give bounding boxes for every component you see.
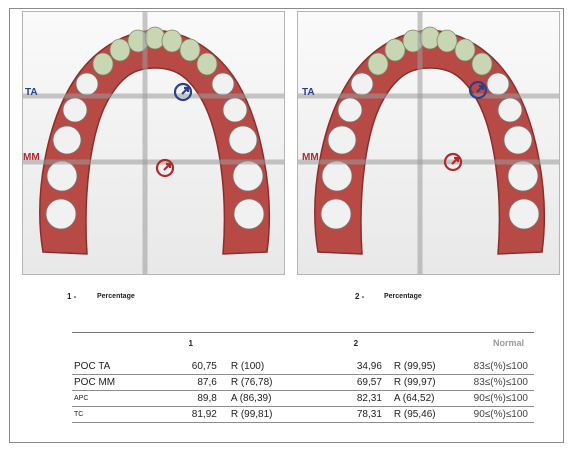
label-mm-1: MM bbox=[23, 152, 40, 163]
caption-1-number: 1 - bbox=[67, 292, 76, 301]
row-result-1: R (100) bbox=[219, 356, 328, 375]
caption-2-number: 2 - bbox=[355, 292, 364, 301]
row-value-1: 89,8 bbox=[163, 391, 219, 407]
table-row: APC 89,8 A (86,39) 82,31 A (64,52) 90≤(%… bbox=[72, 391, 534, 407]
row-name: POC TA bbox=[72, 356, 163, 375]
row-value-1: 81,92 bbox=[163, 407, 219, 423]
row-value-2: 34,96 bbox=[328, 356, 384, 375]
caption-1-text: Percentage bbox=[97, 293, 135, 300]
row-result-1: R (76,78) bbox=[219, 375, 328, 391]
header-cell-1: 1 bbox=[163, 333, 219, 357]
dental-arch-diagram-2 bbox=[298, 12, 560, 275]
row-value-2: 69,57 bbox=[328, 375, 384, 391]
row-result-2: A (64,52) bbox=[384, 391, 472, 407]
header-cell-2: 2 bbox=[328, 333, 384, 357]
header-cell bbox=[219, 333, 328, 357]
caption-2-text: Percentage bbox=[384, 293, 422, 300]
header-cell bbox=[72, 333, 163, 357]
row-name: POC MM bbox=[72, 375, 163, 391]
row-value-1: 60,75 bbox=[163, 356, 219, 375]
row-result-2: R (95,46) bbox=[384, 407, 472, 423]
row-normal: 90≤(%)≤100 bbox=[472, 407, 534, 423]
header-cell-normal: Normal bbox=[472, 333, 534, 357]
row-normal: 83≤(%)≤100 bbox=[472, 356, 534, 375]
row-value-2: 78,31 bbox=[328, 407, 384, 423]
arch-panel-2: TA MM bbox=[297, 11, 560, 275]
row-name: TC bbox=[72, 407, 163, 423]
table-row: POC MM 87,6 R (76,78) 69,57 R (99,97) 83… bbox=[72, 375, 534, 391]
header-cell bbox=[384, 333, 472, 357]
row-normal: 90≤(%)≤100 bbox=[472, 391, 534, 407]
row-result-1: A (86,39) bbox=[219, 391, 328, 407]
dental-arch-diagram-1 bbox=[23, 12, 285, 275]
row-result-1: R (99,81) bbox=[219, 407, 328, 423]
label-mm-2: MM bbox=[302, 152, 319, 163]
row-result-2: R (99,97) bbox=[384, 375, 472, 391]
label-ta-2: TA bbox=[302, 87, 315, 98]
table-row: TC 81,92 R (99,81) 78,31 R (95,46) 90≤(%… bbox=[72, 407, 534, 423]
label-ta-1: TA bbox=[25, 87, 38, 98]
table-header-row: 1 2 Normal bbox=[72, 333, 534, 357]
results-table: 1 2 Normal POC TA 60,75 R (100) 34,96 R … bbox=[72, 332, 534, 423]
row-name: APC bbox=[72, 391, 163, 407]
row-result-2: R (99,95) bbox=[384, 356, 472, 375]
row-normal: 83≤(%)≤100 bbox=[472, 375, 534, 391]
row-value-1: 87,6 bbox=[163, 375, 219, 391]
arch-panel-1: TA MM bbox=[22, 11, 285, 275]
row-value-2: 82,31 bbox=[328, 391, 384, 407]
table-row: POC TA 60,75 R (100) 34,96 R (99,95) 83≤… bbox=[72, 356, 534, 375]
